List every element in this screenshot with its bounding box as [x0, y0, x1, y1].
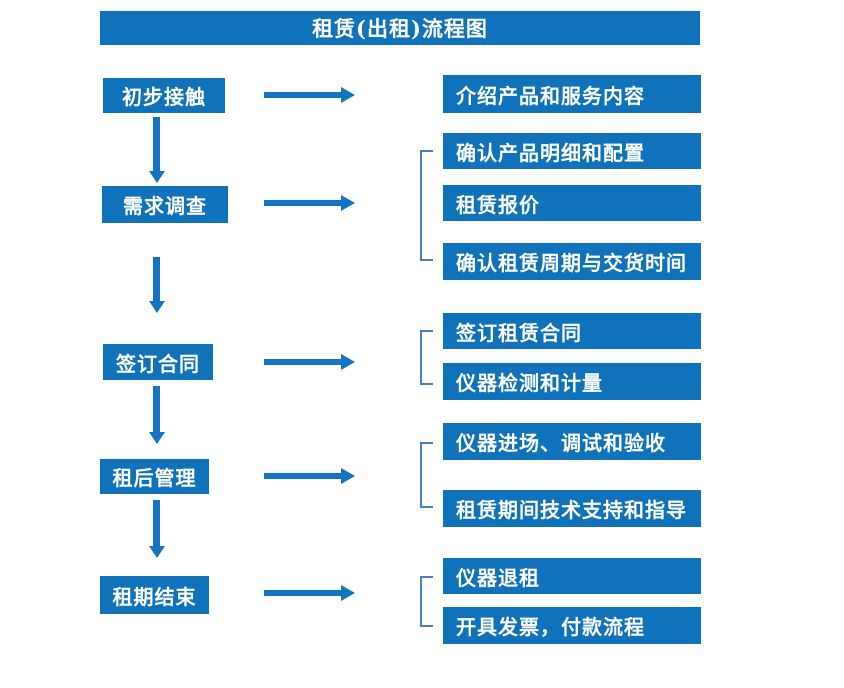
step-box-post-rental-management: 租后管理 — [100, 459, 209, 494]
down-arrow-icon — [149, 117, 165, 183]
step-label: 初步接触 — [122, 85, 206, 109]
output-label: 确认产品明细和配置 — [456, 140, 645, 165]
step-box-demand-survey: 需求调查 — [102, 186, 228, 223]
output-label: 仪器退租 — [456, 565, 540, 590]
output-label: 租赁报价 — [456, 192, 540, 217]
down-arrow-icon — [149, 257, 165, 313]
right-arrow-icon — [264, 468, 355, 484]
output-box-instrument-testing-measurement: 仪器检测和计量 — [443, 363, 701, 400]
output-label: 租赁期间技术支持和指导 — [456, 498, 687, 522]
output-label: 介绍产品和服务内容 — [456, 83, 645, 108]
output-box-introduce-products-services: 介绍产品和服务内容 — [443, 75, 701, 113]
step-box-sign-contract: 签订合同 — [103, 344, 213, 380]
output-box-confirm-product-details: 确认产品明细和配置 — [443, 133, 701, 169]
group-bracket — [420, 330, 433, 385]
down-arrow-icon — [149, 500, 165, 558]
output-box-confirm-rental-period-delivery: 确认租赁周期与交货时间 — [443, 243, 701, 280]
output-label: 仪器检测和计量 — [456, 371, 603, 395]
output-box-rental-quotation: 租赁报价 — [443, 185, 701, 221]
output-box-instrument-return: 仪器退租 — [443, 558, 701, 594]
arrow-shaft — [264, 200, 342, 206]
output-box-invoice-payment-process: 开具发票，付款流程 — [443, 607, 701, 644]
arrow-shaft — [264, 359, 342, 365]
step-label: 需求调查 — [123, 194, 207, 218]
group-bracket — [420, 150, 433, 261]
right-arrow-icon — [264, 195, 355, 211]
right-arrow-icon — [264, 585, 355, 601]
arrow-shaft — [153, 386, 160, 433]
arrow-shaft — [153, 257, 160, 302]
output-label: 确认租赁周期与交货时间 — [456, 251, 687, 275]
group-bracket — [420, 576, 433, 627]
output-box-instrument-entry-debug-acceptance: 仪器进场、调试和验收 — [443, 423, 701, 460]
output-label: 仪器进场、调试和验收 — [456, 431, 666, 455]
right-arrow-icon — [264, 87, 355, 103]
output-label: 开具发票，付款流程 — [456, 615, 645, 639]
arrow-head — [149, 301, 165, 313]
step-label: 签订合同 — [116, 351, 200, 376]
step-box-rental-end: 租期结束 — [100, 576, 209, 614]
arrow-head — [341, 354, 355, 370]
arrow-head — [341, 585, 355, 601]
arrow-shaft — [264, 590, 342, 596]
output-box-sign-rental-contract: 签订租赁合同 — [443, 313, 701, 349]
group-bracket — [420, 442, 433, 508]
step-label: 租后管理 — [112, 466, 197, 490]
arrow-shaft — [153, 500, 160, 547]
step-box-initial-contact: 初步接触 — [103, 78, 225, 113]
arrow-head — [149, 432, 165, 444]
arrow-shaft — [264, 473, 342, 479]
arrow-head — [341, 468, 355, 484]
arrow-shaft — [153, 117, 160, 172]
arrow-shaft — [264, 92, 342, 98]
down-arrow-icon — [149, 386, 165, 444]
output-box-rental-technical-support: 租赁期间技术支持和指导 — [443, 490, 701, 527]
arrow-head — [341, 195, 355, 211]
right-arrow-icon — [264, 354, 355, 370]
arrow-head — [341, 87, 355, 103]
arrow-head — [149, 171, 165, 183]
output-label: 签订租赁合同 — [456, 320, 582, 345]
flowchart-title: 租赁(出租)流程图 — [312, 16, 488, 41]
arrow-head — [149, 546, 165, 558]
flowchart-title-bar: 租赁(出租)流程图 — [100, 11, 700, 45]
step-label: 租期结束 — [112, 584, 197, 609]
